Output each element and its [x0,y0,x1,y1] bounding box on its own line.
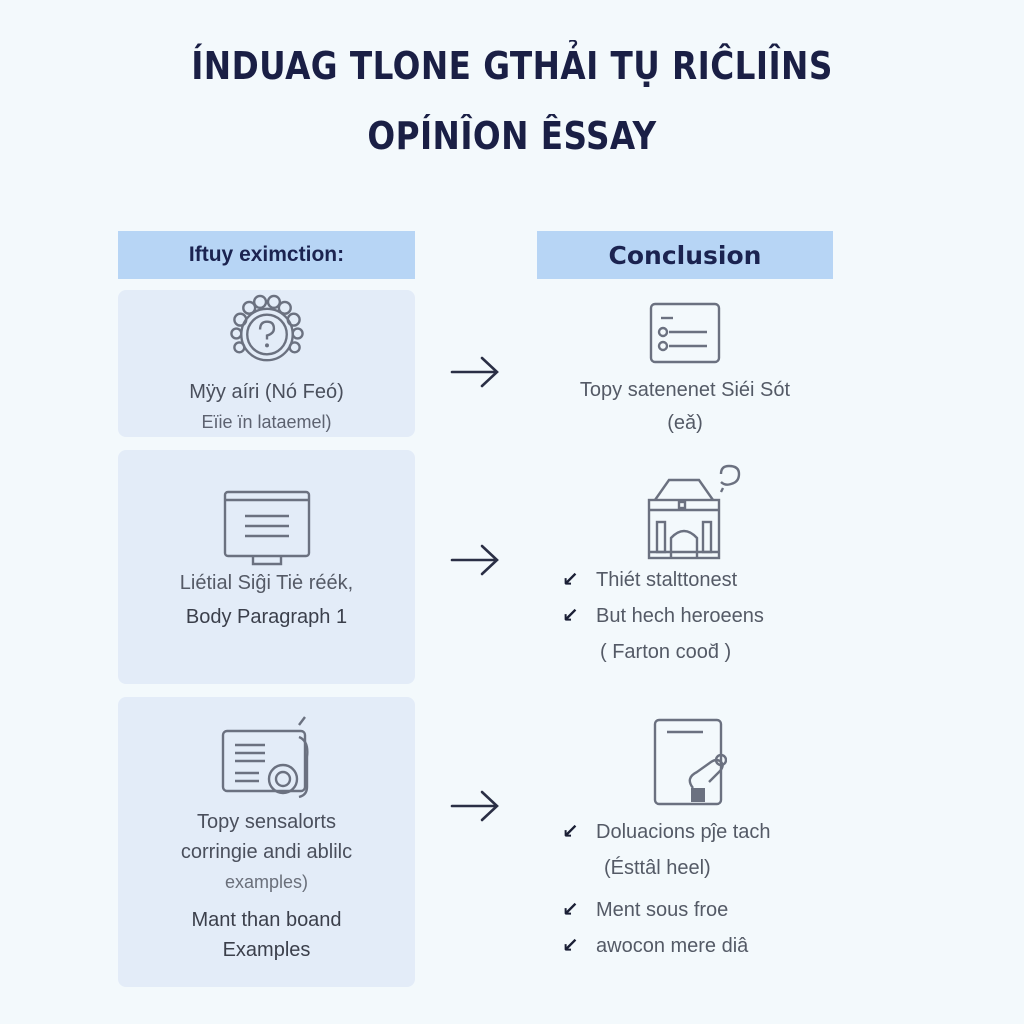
list-card-icon [649,302,721,364]
right-column-header: Conclusion [537,231,833,279]
monitor-document-icon [223,490,310,566]
right-arrow-icon [450,544,499,576]
document-pen-icon [653,718,727,806]
card-text: corringie andi ablilc [180,841,353,863]
right-block-evidence: ↙ Thiét stalttonest ↙ But hech heroeens … [540,464,830,670]
bullet-item: ↙ Ment sous froe [540,892,728,928]
bullet-item: ↙ Doluacions pĵe tach [540,814,771,850]
certificate-icon [221,716,309,799]
card-text: Topy sensalorts [197,811,336,833]
card-text: Liétial Siĝi Tiė réék, [179,572,354,594]
block-text: (eǎ) [667,412,703,434]
left-column-header: Iftuy eximction: [118,231,415,279]
arrow-bullet-icon: ↙ [562,899,579,921]
left-card-supporting-examples: Topy sensalorts corringie andi ablilc ex… [118,697,415,987]
left-card-body-paragraph-1: Liétial Siĝi Tiė réék, Body Paragraph 1 [118,450,415,684]
title-line-1: ÍNDUAG TLONE GTHẢI TỤ RIĈLIÎNS [191,44,833,88]
arrow-bullet-icon: ↙ [562,935,579,957]
right-block-restatement: ↙ Doluacions pĵe tach (Ésttâl heel) ↙ Me… [540,716,830,964]
card-text: Mant than boand [191,909,342,931]
arrow-bullet-icon: ↙ [562,605,579,627]
right-block-topic-statement: Topy satenenet Siéi Sót (eǎ) [540,300,830,438]
arrow-bullet-icon: ↙ [562,821,579,843]
title-line-2: OPÍNÎON ÊSSAY [367,114,657,158]
card-text: Body Paragraph 1 [185,606,348,628]
bullet-item: ↙ Thiét stalttonest [540,562,737,598]
card-text: examples) [224,872,309,892]
block-text: Topy satenenet Siéi Sót [579,379,791,401]
card-text: Mÿy aíri (Nó Feó) [189,381,344,403]
bullet-note: (Ésttâl heel) [604,857,711,879]
right-arrow-icon [450,790,499,822]
left-card-introduction: Mÿy aíri (Nó Feó) Eïie ïn lataemel) [118,290,415,437]
building-icon [647,464,741,560]
bullet-note: ( Farton cood̆ ) [600,641,732,663]
arrow-bullet-icon: ↙ [562,569,579,591]
right-arrow-icon [450,356,499,388]
question-gear-icon [229,294,304,362]
bullet-item: ↙ awocon mere diâ [540,928,748,964]
card-text: Examples [222,939,311,961]
card-text: Eïie ïn lataemel) [201,412,332,432]
bullet-item: ↙ But hech heroeens [540,598,764,634]
